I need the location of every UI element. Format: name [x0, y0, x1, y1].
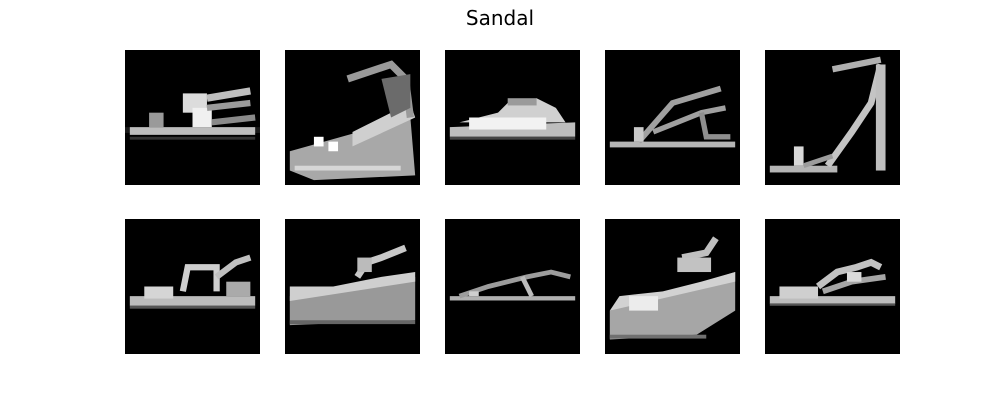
image-tile [125, 50, 260, 185]
image-tile [285, 50, 420, 185]
sandal-image [129, 254, 256, 309]
sandal-image [289, 244, 416, 326]
image-tile [765, 219, 900, 354]
image-tile [125, 219, 260, 354]
sandal-image [449, 269, 576, 301]
image-tile [285, 219, 420, 354]
sandal-image [289, 60, 416, 181]
image-tile [605, 219, 740, 354]
sandal-image [769, 258, 896, 306]
image-tile [765, 50, 900, 185]
sandal-image [449, 98, 576, 140]
sandal-image [769, 56, 886, 173]
sandal-image [125, 87, 260, 140]
sandal-image [609, 85, 736, 148]
image-tile [445, 50, 580, 185]
sandal-image [609, 236, 736, 340]
image-tile [605, 50, 740, 185]
image-tile [445, 219, 580, 354]
figure-title: Sandal [465, 6, 535, 30]
